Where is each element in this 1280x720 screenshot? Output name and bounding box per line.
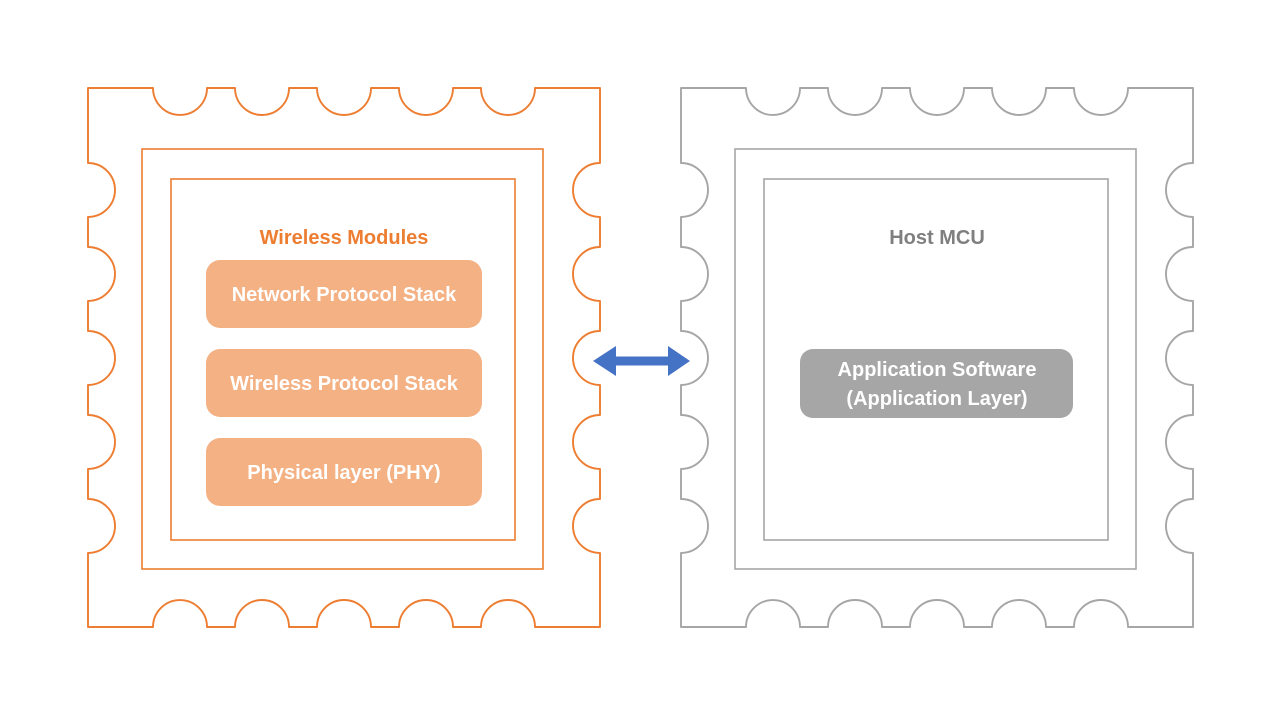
application-software-box-bg [800,349,1073,418]
layer-box-bg [206,349,482,417]
layer-box-bg [206,260,482,328]
wireless-module-outer-frame [141,148,544,570]
application-software-box: Application Software (Application Layer) [800,349,1073,418]
wireless-module-title: Wireless Modules [260,227,429,249]
layer-box-label: Wireless Protocol Stack [230,373,459,395]
host-mcu-stamp: Host MCU Application Software (Applicati… [680,87,1194,628]
layer-box-bg [206,438,482,506]
layer-box-label: Physical layer (PHY) [247,462,440,484]
host-mcu-stamp-border [680,87,1194,628]
host-mcu-title: Host MCU [889,227,985,249]
wireless-module-inner-frame [170,178,516,541]
application-software-line2: (Application Layer) [846,388,1027,410]
wireless-module-stamp: Wireless Modules Network Protocol Stack … [87,87,601,628]
host-mcu-outer-frame [734,148,1137,570]
layer-box-wireless-protocol-stack: Wireless Protocol Stack [206,349,482,417]
layer-box-label: Network Protocol Stack [232,284,457,306]
layer-box-network-protocol-stack: Network Protocol Stack [206,260,482,328]
host-mcu-inner-frame [763,178,1109,541]
application-software-line1: Application Software [838,359,1037,381]
bidirectional-arrow-icon [593,346,690,376]
wireless-module-stamp-border [87,87,601,628]
layer-box-physical-layer: Physical layer (PHY) [206,438,482,506]
